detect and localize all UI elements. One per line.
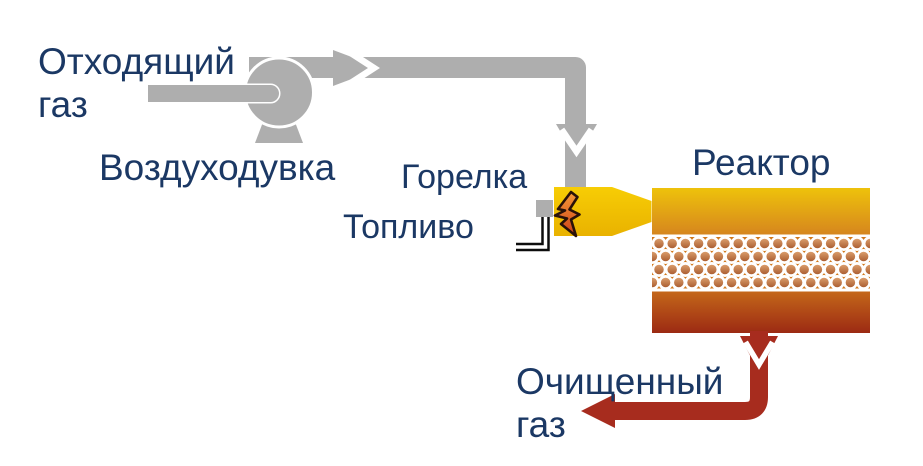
catalyst-ball (842, 249, 858, 264)
catalyst-ball (691, 262, 707, 277)
catalyst-ball (730, 262, 746, 277)
reactor-separator-top (652, 234, 870, 238)
reactor-upper-chamber (652, 188, 870, 235)
catalyst-ball (652, 262, 667, 277)
catalyst-ball (677, 262, 693, 277)
catalyst-ball (783, 262, 799, 277)
catalyst-ball (750, 249, 766, 264)
catalyst-ball (790, 275, 806, 289)
catalyst-ball (684, 249, 700, 264)
flow-arrow-down-notch (558, 127, 595, 158)
catalyst-ball (652, 275, 660, 289)
catalyst-ball (823, 237, 839, 251)
catalyst-ball (816, 275, 832, 289)
catalyst-ball (724, 249, 740, 264)
reactor (652, 188, 870, 333)
clean-gas-pipe (613, 331, 768, 420)
catalyst-ball (737, 249, 753, 264)
catalyst-ball (836, 262, 852, 277)
catalyst-ball (691, 237, 707, 251)
blower-inlet-pipe (146, 83, 281, 104)
catalyst-ball (671, 249, 687, 264)
blower-stand (255, 122, 303, 143)
catalyst-ball (664, 262, 680, 277)
catalyst-ball (704, 262, 720, 277)
clean-gas-outlet (581, 331, 778, 428)
catalyst-ball (842, 275, 858, 289)
catalyst-ball (684, 275, 700, 289)
flow-arrow-right-head (333, 50, 381, 86)
flow-arrow-right-icon (333, 49, 381, 87)
catalyst-ball (829, 249, 845, 264)
catalyst-ball (717, 262, 733, 277)
fuel-line-inner (516, 214, 548, 249)
catalyst-ball (710, 275, 726, 289)
catalyst-ball (757, 262, 773, 277)
label-fuel: Топливо (343, 208, 474, 246)
flow-arrow-down-icon (556, 124, 597, 159)
catalyst-ball (856, 249, 870, 264)
catalyst-ball (763, 249, 779, 264)
reactor-separator-bottom (652, 288, 870, 292)
catalyst-ball (803, 249, 819, 264)
catalyst-ball (856, 275, 870, 289)
clean-gas-arrow-down-notch (743, 340, 775, 370)
catalyst-ball (790, 249, 806, 264)
catalyst-ball (796, 237, 812, 251)
catalyst-ball (803, 275, 819, 289)
catalyst-ball (652, 249, 660, 264)
catalyst-ball (737, 275, 753, 289)
catalyst-ball (770, 262, 786, 277)
blower (146, 56, 315, 143)
label-blower: Воздуходувка (99, 147, 336, 188)
catalyst-ball (849, 262, 865, 277)
catalyst-ball (783, 237, 799, 251)
catalyst-ball (796, 262, 812, 277)
flame-icon (553, 190, 581, 238)
fuel-inlet-port (536, 200, 553, 217)
burner (516, 187, 652, 252)
catalyst-ball (658, 249, 674, 264)
label-clean-gas: Очищенный газ (516, 361, 734, 445)
catalyst-ball (652, 237, 667, 251)
burner-body (554, 187, 652, 236)
catalyst-ball (770, 237, 786, 251)
catalyst-ball (750, 275, 766, 289)
catalyst-ball (724, 275, 740, 289)
catalyst-ball (697, 275, 713, 289)
catalyst-ball (677, 237, 693, 251)
catalyst-ball (809, 262, 825, 277)
catalyst-ball (710, 249, 726, 264)
label-waste-gas: Отходящий газ (38, 41, 246, 125)
catalyst-ball (671, 275, 687, 289)
catalyst-ball (849, 237, 865, 251)
clean-gas-arrow-left-head (581, 394, 615, 428)
catalyst-ball (704, 237, 720, 251)
catalyst-ball (697, 249, 713, 264)
catalyst-ball (829, 275, 845, 289)
catalyst-ball (757, 237, 773, 251)
catalyst-ball (776, 249, 792, 264)
catalyst-ball (836, 237, 852, 251)
catalyst-ball (658, 275, 674, 289)
catalyst-ball (823, 262, 839, 277)
catalyst-ball (862, 237, 870, 251)
catalyst-ball (862, 262, 870, 277)
flow-arrow-right-notch (348, 49, 380, 87)
catalyst-ball (717, 237, 733, 251)
catalyst-balls (652, 237, 870, 289)
catalyst-ball (743, 237, 759, 251)
catalyst-ball (776, 275, 792, 289)
catalyst-ball (809, 237, 825, 251)
catalyst-ball (664, 237, 680, 251)
catalyst-ball (816, 249, 832, 264)
catalyst-ball (730, 237, 746, 251)
label-burner: Горелка (401, 158, 528, 196)
reactor-lower-chamber (652, 291, 870, 333)
catalyst-ball (743, 262, 759, 277)
label-reactor: Реактор (692, 142, 831, 183)
catalyst-ball (763, 275, 779, 289)
